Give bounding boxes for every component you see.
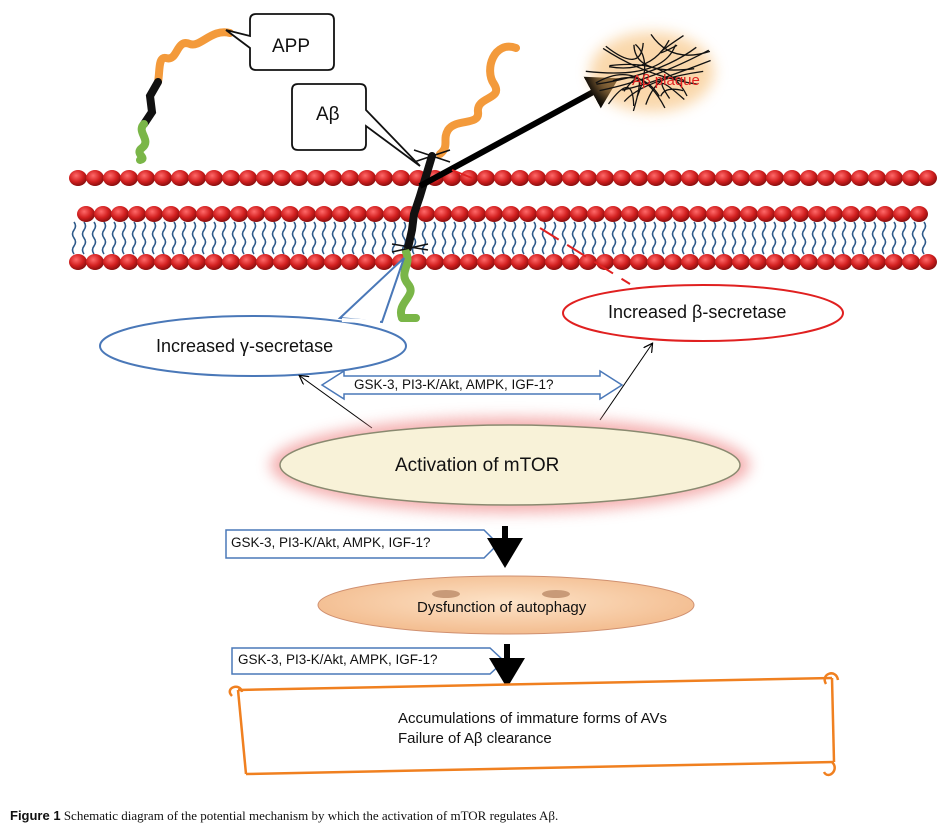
abeta-label: Aβ (316, 104, 340, 125)
abeta-callout (291, 83, 421, 167)
modulators-label-mid: GSK-3, PI3-K/Akt, AMPK, IGF-1? (231, 535, 431, 550)
gamma-secretase-label: Increased γ-secretase (156, 336, 334, 356)
lipid-tails (71, 221, 927, 255)
abeta-plaque (585, 32, 714, 112)
mtor-node (270, 417, 750, 513)
aggregation-arrow (418, 76, 619, 189)
clearance-label: Failure of Aβ clearance (398, 730, 552, 747)
caption-text: Schematic diagram of the potential mecha… (63, 808, 559, 823)
modulators-double-arrow (320, 369, 624, 401)
beta-secretase-link (539, 227, 631, 285)
beta-secretase-link (451, 169, 473, 179)
arrow-to-gamma (300, 376, 373, 429)
gamma-secretase-callout (99, 257, 407, 377)
membrane-app (391, 42, 520, 322)
caption-label: Figure 1 (10, 808, 61, 823)
arrow-to-beta (599, 344, 652, 421)
app-protein (135, 28, 234, 164)
modulators-label-top: GSK-3, PI3-K/Akt, AMPK, IGF-1? (354, 377, 554, 392)
beta-secretase-ellipse (562, 284, 844, 342)
figure-caption: Figure 1 Schematic diagram of the potent… (10, 808, 558, 824)
app-callout (225, 13, 335, 71)
app-label: APP (272, 36, 311, 57)
autophagy-label: Dysfunction of autophagy (417, 599, 587, 616)
modulators-label-bottom: GSK-3, PI3-K/Akt, AMPK, IGF-1? (238, 652, 438, 667)
accumulation-label: Accumulations of immature forms of AVs (398, 710, 667, 727)
outcome-scroll (228, 672, 840, 777)
mtor-label: Activation of mTOR (395, 455, 560, 476)
lipid-bilayer-heads (69, 170, 937, 270)
autophagy-node (317, 575, 695, 635)
beta-secretase-label: Increased β-secretase (608, 302, 787, 322)
plaque-label: Aβ plaque (632, 72, 700, 89)
